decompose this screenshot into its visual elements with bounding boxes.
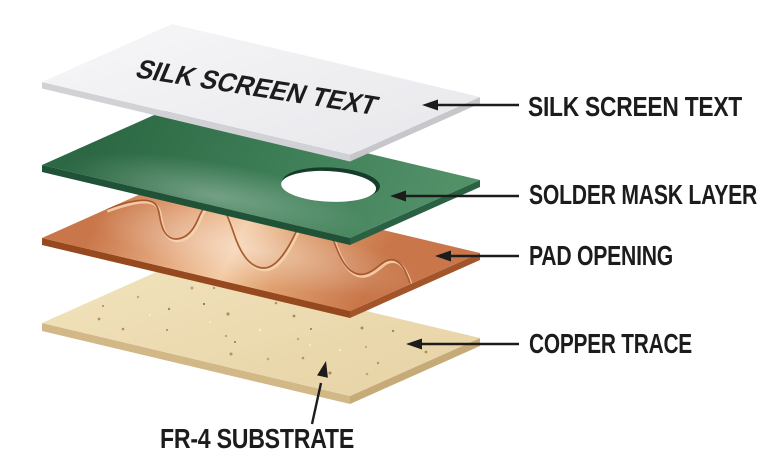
arrow-silk-screen-text bbox=[422, 99, 519, 111]
silkscreen-side-left bbox=[42, 82, 350, 162]
arrow-fr4-substrate bbox=[310, 361, 328, 425]
label-fr4-substrate: FR-4 SUBSTRATE bbox=[160, 423, 354, 454]
arrow-copper-trace bbox=[406, 338, 519, 350]
copper-trace-line bbox=[106, 199, 411, 284]
substrate-layer bbox=[42, 265, 480, 404]
callout-arrows bbox=[310, 99, 519, 425]
copper-side-left bbox=[42, 238, 350, 318]
silkscreen-side-right bbox=[350, 97, 480, 162]
pad-opening-hole bbox=[281, 167, 380, 202]
copper-layer bbox=[42, 180, 480, 318]
silkscreen-layer: SILK SCREEN TEXT bbox=[42, 24, 480, 162]
substrate-side-left bbox=[42, 323, 350, 404]
arrow-solder-mask-layer bbox=[390, 190, 519, 202]
silkscreen-top-face bbox=[42, 24, 480, 155]
label-copper-trace: COPPER TRACE bbox=[529, 328, 692, 359]
callout-labels: SILK SCREEN TEXT SOLDER MASK LAYER PAD O… bbox=[160, 91, 757, 454]
label-solder-mask-layer: SOLDER MASK LAYER bbox=[529, 179, 757, 210]
substrate-speckles bbox=[97, 286, 428, 376]
arrow-line bbox=[310, 382, 323, 425]
solder-mask-side-left bbox=[42, 165, 350, 245]
copper-side-right bbox=[350, 253, 480, 318]
arrow-pad-opening bbox=[435, 250, 519, 262]
arrow-head bbox=[406, 338, 422, 350]
arrow-head bbox=[390, 190, 406, 202]
solder-mask-layer bbox=[42, 107, 480, 245]
pad-opening-cutout bbox=[281, 170, 377, 202]
arrow-head bbox=[435, 250, 451, 262]
copper-sheen bbox=[92, 204, 418, 296]
solder-mask-sheen bbox=[62, 153, 368, 238]
arrow-head bbox=[317, 361, 328, 378]
substrate-side-right bbox=[350, 338, 480, 404]
arrow-head bbox=[422, 99, 438, 111]
label-pad-opening: PAD OPENING bbox=[529, 240, 673, 271]
label-silk-screen-text: SILK SCREEN TEXT bbox=[528, 91, 742, 122]
